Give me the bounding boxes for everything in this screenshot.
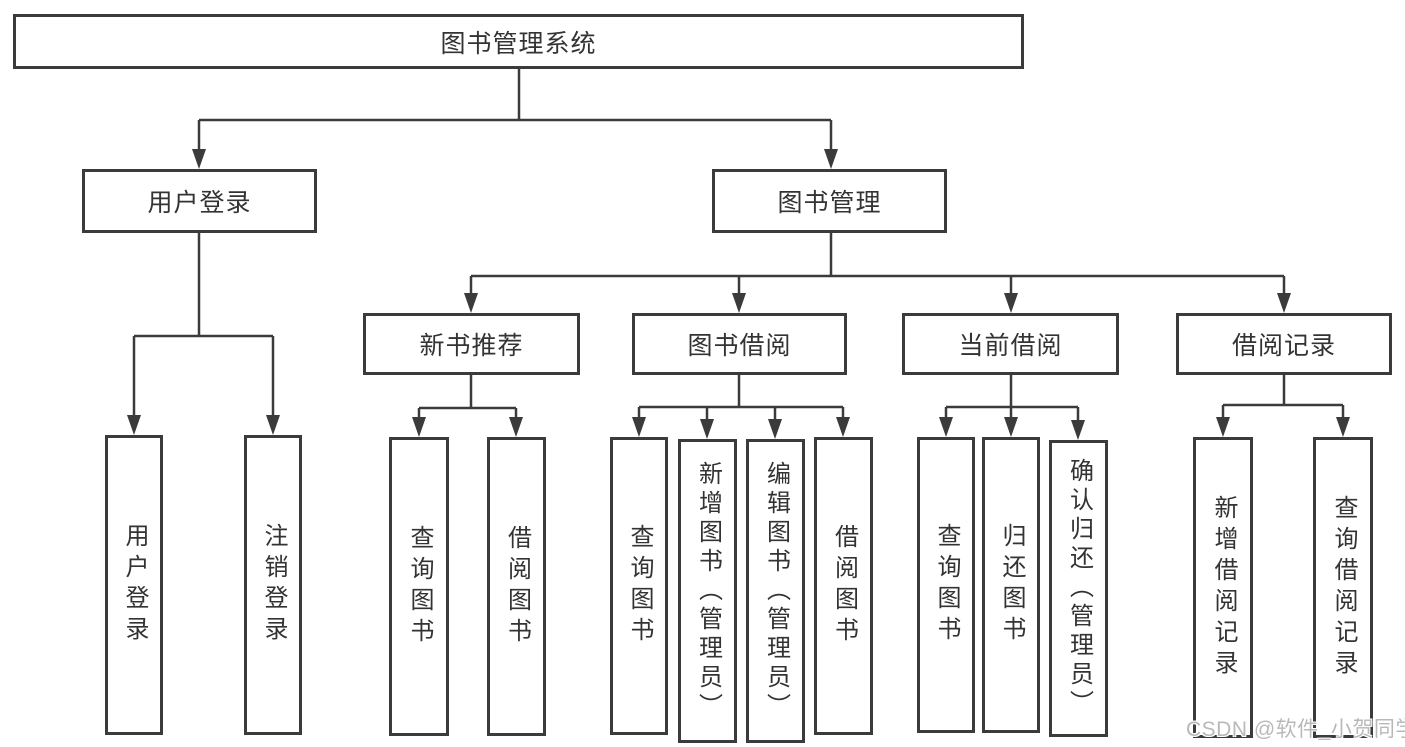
node-root-system: 图书管理系统 xyxy=(13,14,1024,69)
leaf-return-books-label: 归还图书 xyxy=(998,523,1025,647)
tree-edges xyxy=(132,69,1345,423)
node-current-borrow: 当前借阅 xyxy=(902,313,1119,375)
node-book-management-label: 图书管理 xyxy=(777,189,882,217)
leaf-logout: 注销登录 xyxy=(244,435,302,735)
watermark: CSDN @软件_小贺同学 xyxy=(1186,718,1405,741)
leaf-user-login: 用户登录 xyxy=(105,435,163,735)
arrowheads xyxy=(127,149,1350,440)
leaf-borrow-query-books: 查询图书 xyxy=(610,437,668,735)
leaf-current-query-books: 查询图书 xyxy=(917,437,975,733)
leaf-confirm-return-admin-label: 确认归还（管理员） xyxy=(1065,458,1093,719)
node-book-borrow-label: 图书借阅 xyxy=(687,332,792,360)
leaf-newbook-query-books-label: 查询图书 xyxy=(406,524,433,649)
leaf-query-borrow-record: 查询借阅记录 xyxy=(1313,437,1373,738)
leaf-add-book-admin: 新增图书（管理员） xyxy=(678,439,737,743)
leaf-logout-label: 注销登录 xyxy=(260,523,287,647)
leaf-add-book-admin-label: 新增图书（管理员） xyxy=(694,460,722,722)
leaf-edit-book-admin-label: 编辑图书（管理员） xyxy=(762,460,790,722)
leaf-query-borrow-record-label: 查询借阅记录 xyxy=(1330,494,1357,681)
node-root-label: 图书管理系统 xyxy=(440,29,597,58)
leaf-confirm-return-admin: 确认归还（管理员） xyxy=(1049,440,1108,737)
node-book-borrow: 图书借阅 xyxy=(632,313,847,375)
node-current-borrow-label: 当前借阅 xyxy=(958,332,1063,360)
leaf-edit-book-admin: 编辑图书（管理员） xyxy=(746,439,805,743)
node-borrow-records-label: 借阅记录 xyxy=(1231,332,1336,360)
leaf-user-login-label: 用户登录 xyxy=(121,523,148,647)
node-user-login-label: 用户登录 xyxy=(147,189,252,217)
leaf-return-books: 归还图书 xyxy=(982,437,1040,733)
leaf-current-query-books-label: 查询图书 xyxy=(933,523,960,647)
leaf-newbook-borrow-books: 借阅图书 xyxy=(487,437,546,736)
leaf-newbook-query-books: 查询图书 xyxy=(389,437,449,736)
leaf-borrow-borrow-books-label: 借阅图书 xyxy=(830,524,858,648)
leaf-borrow-borrow-books: 借阅图书 xyxy=(814,437,873,735)
node-user-login: 用户登录 xyxy=(82,169,317,233)
leaf-add-borrow-record: 新增借阅记录 xyxy=(1193,437,1253,738)
node-new-book-recommend: 新书推荐 xyxy=(363,313,580,375)
leaf-add-borrow-record-label: 新增借阅记录 xyxy=(1210,494,1237,681)
leaf-newbook-borrow-books-label: 借阅图书 xyxy=(503,524,531,649)
node-new-book-recommend-label: 新书推荐 xyxy=(419,332,524,360)
node-borrow-records: 借阅记录 xyxy=(1176,313,1392,375)
node-book-management: 图书管理 xyxy=(712,169,947,233)
leaf-borrow-query-books-label: 查询图书 xyxy=(626,524,653,648)
